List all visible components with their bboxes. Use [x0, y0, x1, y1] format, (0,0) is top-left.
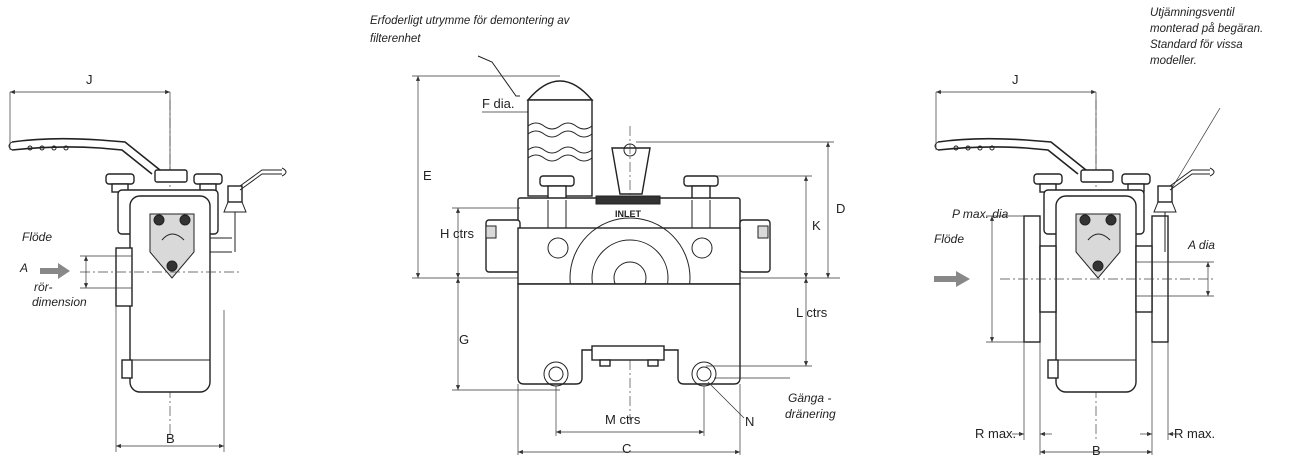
left-pipe-label-line2: rör-	[34, 280, 52, 294]
right-dim-a-label: A dia	[1187, 238, 1215, 252]
right-view: Utjämningsventil monterad på begäran. St…	[934, 7, 1263, 458]
center-note-line1: Erfoderligt utrymme för demontering av	[370, 15, 571, 27]
center-note-line2: filterenhet	[370, 33, 421, 45]
center-dim-l-label: L ctrs	[796, 305, 828, 320]
right-handle	[937, 137, 1087, 171]
right-dim-r-right-label: R max.	[1174, 426, 1215, 441]
center-dim-c-label: C	[622, 441, 631, 455]
left-dim-b-label: B	[166, 431, 175, 446]
right-dim-b-label: B	[1092, 443, 1101, 455]
right-indicator-window	[1075, 213, 1121, 279]
right-dim-p-label: P max. dia	[952, 207, 1009, 221]
left-indicator-window	[149, 213, 195, 279]
left-pipe-label-line3: dimension	[32, 295, 87, 309]
right-dim-r-left-label: R max.	[975, 426, 1016, 441]
right-note-line3: Standard för vissa	[1150, 39, 1243, 51]
left-dim-j-label: J	[86, 72, 93, 87]
center-housing	[517, 227, 741, 285]
center-drain-line1: Gänga -	[788, 391, 831, 405]
center-dim-d-label: D	[836, 201, 845, 216]
center-bonnet	[611, 147, 651, 195]
right-note-line1: Utjämningsventil	[1150, 7, 1235, 19]
right-note-line2: monterad på begäran.	[1150, 23, 1263, 35]
center-drain-line2: dränering	[785, 407, 836, 421]
left-pipe-label-a: A	[19, 261, 28, 275]
left-flow-label: Flöde	[22, 230, 52, 244]
left-handle	[11, 137, 161, 171]
left-flow-arrow-icon	[40, 263, 70, 279]
center-dim-g-label: G	[459, 332, 469, 347]
right-flow-label: Flöde	[934, 232, 964, 246]
right-dim-j-label: J	[1012, 72, 1019, 87]
center-lower-body	[517, 283, 741, 385]
left-view: J	[8, 72, 287, 452]
center-filter-cap	[526, 80, 594, 101]
center-dim-h-label: H ctrs	[440, 226, 474, 241]
center-plate-text: INLET	[615, 209, 642, 219]
center-dim-m-label: M ctrs	[605, 412, 641, 427]
center-dim-f-label: F dia.	[482, 96, 515, 111]
center-view: Erfoderligt utrymme för demontering av f…	[370, 15, 845, 456]
center-dim-e-label: E	[423, 168, 432, 183]
center-dim-k-label: K	[812, 218, 821, 233]
right-flow-arrow-icon	[934, 271, 970, 287]
center-dim-n-label: N	[745, 414, 754, 429]
right-note-line4: modeller.	[1150, 55, 1197, 67]
